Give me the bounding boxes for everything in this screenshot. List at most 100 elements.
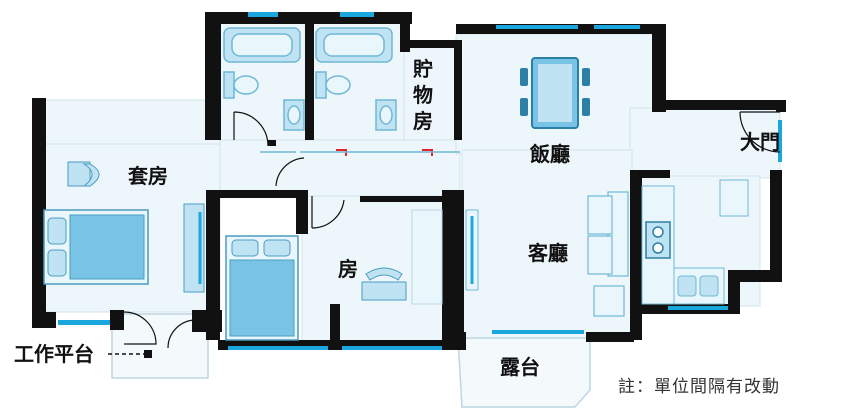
second-bed — [225, 235, 299, 341]
burner — [652, 226, 664, 238]
bathtub-inner — [231, 33, 293, 57]
bathtub-inner — [323, 33, 385, 57]
chair — [582, 68, 590, 86]
chair — [520, 98, 528, 116]
toilet-tank — [223, 71, 235, 99]
storeroom-label-3: 房 — [413, 109, 433, 133]
door-swing — [275, 157, 305, 187]
sofa-seat — [587, 235, 613, 275]
window — [594, 25, 640, 29]
wall — [728, 270, 740, 314]
door-swing — [167, 319, 197, 349]
master-bed — [43, 209, 149, 285]
utility-platform-marker — [144, 350, 152, 358]
door-marker — [422, 149, 433, 156]
wall — [110, 310, 124, 330]
chair — [520, 68, 528, 86]
dining-set — [520, 57, 590, 129]
side-table — [593, 285, 625, 317]
windows — [58, 12, 782, 350]
wall — [630, 170, 642, 340]
door-swing — [123, 311, 157, 345]
balcony-label: 露台 — [500, 355, 540, 379]
master-wardrobe — [183, 203, 205, 293]
sofa — [587, 191, 629, 317]
wall — [442, 190, 464, 350]
wall — [330, 304, 340, 346]
window — [58, 320, 110, 325]
bathroom-fixtures — [223, 27, 397, 131]
wall — [206, 190, 220, 340]
wall — [400, 40, 462, 48]
window — [778, 120, 782, 162]
window — [492, 330, 584, 334]
pillow — [231, 239, 259, 257]
wall — [296, 190, 308, 234]
wall — [400, 12, 410, 52]
burner — [652, 242, 664, 254]
wall — [770, 170, 782, 280]
tv-unit — [465, 209, 479, 291]
door-marker — [336, 149, 347, 156]
wall — [268, 140, 276, 146]
corridor-floor — [219, 139, 461, 197]
storeroom-label-2: 物 — [413, 83, 433, 107]
chair — [582, 98, 590, 116]
wall — [652, 100, 784, 110]
dining-chairs — [520, 68, 590, 116]
window — [228, 346, 328, 350]
second-desk — [361, 267, 407, 301]
stove — [645, 221, 671, 259]
living-label: 客廳 — [527, 241, 568, 265]
window — [668, 306, 728, 310]
window — [342, 346, 442, 350]
pillow — [263, 239, 291, 257]
sofa-seat — [587, 195, 613, 235]
window — [248, 12, 278, 17]
window — [496, 25, 578, 29]
bedroom-label: 房 — [338, 257, 358, 281]
chair — [365, 267, 403, 281]
wall — [652, 24, 666, 112]
chair — [82, 163, 100, 187]
basin-bowl — [287, 105, 301, 125]
wall — [32, 98, 46, 328]
desk — [361, 281, 407, 301]
door-swing — [739, 111, 781, 153]
toilet-tank — [315, 71, 327, 99]
wall — [32, 98, 46, 106]
fridge — [719, 179, 749, 217]
dining-label: 飯廳 — [529, 142, 570, 166]
layout-note: 註：單位間隔有改動 — [618, 377, 780, 397]
doors — [123, 111, 781, 349]
basin-bowl — [379, 105, 393, 125]
sink — [677, 275, 719, 297]
sink-basin — [699, 275, 719, 297]
door-swing — [311, 196, 345, 229]
pillow — [47, 249, 67, 277]
door-swing — [233, 111, 269, 147]
wall — [206, 190, 298, 198]
wall — [205, 12, 221, 140]
wall — [305, 20, 314, 140]
desk — [67, 161, 91, 187]
entrance-label: 大門 — [740, 130, 780, 154]
door-markers — [336, 149, 433, 156]
bed-mattress — [69, 214, 145, 280]
second-wardrobe — [411, 209, 443, 305]
wall — [458, 332, 466, 350]
hallway-floor — [43, 99, 225, 145]
wall — [738, 270, 782, 282]
wall — [776, 100, 786, 112]
wall — [360, 196, 444, 202]
storeroom-label-1: 貯 — [413, 57, 433, 81]
sink-basin — [677, 275, 697, 297]
utility-platform-label: 工作平台 — [14, 342, 94, 366]
pillow — [47, 217, 67, 245]
master-chair — [67, 161, 100, 187]
toilet — [325, 75, 351, 95]
dining-table-glass — [538, 64, 572, 122]
wall — [454, 40, 462, 140]
balcony-floor — [457, 337, 591, 408]
